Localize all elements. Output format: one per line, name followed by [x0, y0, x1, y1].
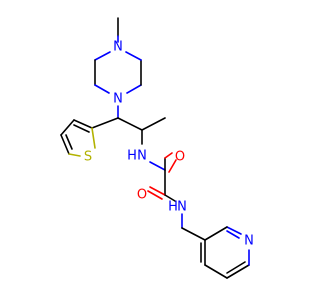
bond-thio-2 — [60, 119, 75, 136]
atom-s-thiophene: S — [84, 150, 92, 165]
bond-pip-4 — [126, 84, 142, 94]
bond-thio-3 — [60, 134, 70, 155]
atom-o-carbonyl-2: O — [137, 188, 147, 203]
bond-py-2 — [204, 264, 228, 279]
bond-ch-thio — [91, 117, 119, 129]
bond-pip-6 — [125, 51, 142, 61]
bond-ch2-ring — [181, 227, 206, 241]
bond-pip-3 — [94, 84, 110, 94]
molecule-structure: N N S H N O O N H N — [60, 17, 254, 279]
bond-py-3 — [226, 264, 250, 279]
bond-c2-o2-b — [147, 190, 163, 200]
bond-thio-1b — [73, 124, 90, 133]
bond-py-6 — [204, 226, 228, 241]
bond-thio-5 — [91, 127, 96, 149]
bond-c2-nh2 — [164, 194, 176, 202]
bond-c1-o1-r — [164, 152, 173, 159]
atom-h-amide-1: H — [127, 149, 137, 164]
atom-o-carbonyl-1: O — [175, 150, 185, 165]
bond-py-5 — [226, 226, 242, 235]
bond-c1-o1-b — [168, 159, 177, 173]
bond-ch-chme — [117, 117, 143, 131]
atom-n-piperazine-top: N — [113, 40, 123, 55]
atom-h-amide-2: H — [168, 200, 178, 215]
bond-py-5b — [226, 230, 240, 239]
bond-thio-4 — [68, 153, 81, 157]
bond-c2-o2 — [149, 186, 166, 196]
bond-py-3b — [226, 261, 246, 274]
bond-chme-methyl — [141, 117, 166, 131]
atom-n-pyridine: N — [244, 234, 254, 249]
atom-n-amide-1: N — [137, 149, 147, 164]
bond-thio-1 — [73, 119, 93, 129]
bond-nh-c1 — [149, 161, 166, 171]
bond-pip-1 — [94, 51, 111, 61]
bond-thio-3b — [65, 134, 73, 150]
atom-n-piperazine-bottom: N — [113, 92, 123, 107]
atom-n-amide-2: N — [177, 200, 187, 215]
